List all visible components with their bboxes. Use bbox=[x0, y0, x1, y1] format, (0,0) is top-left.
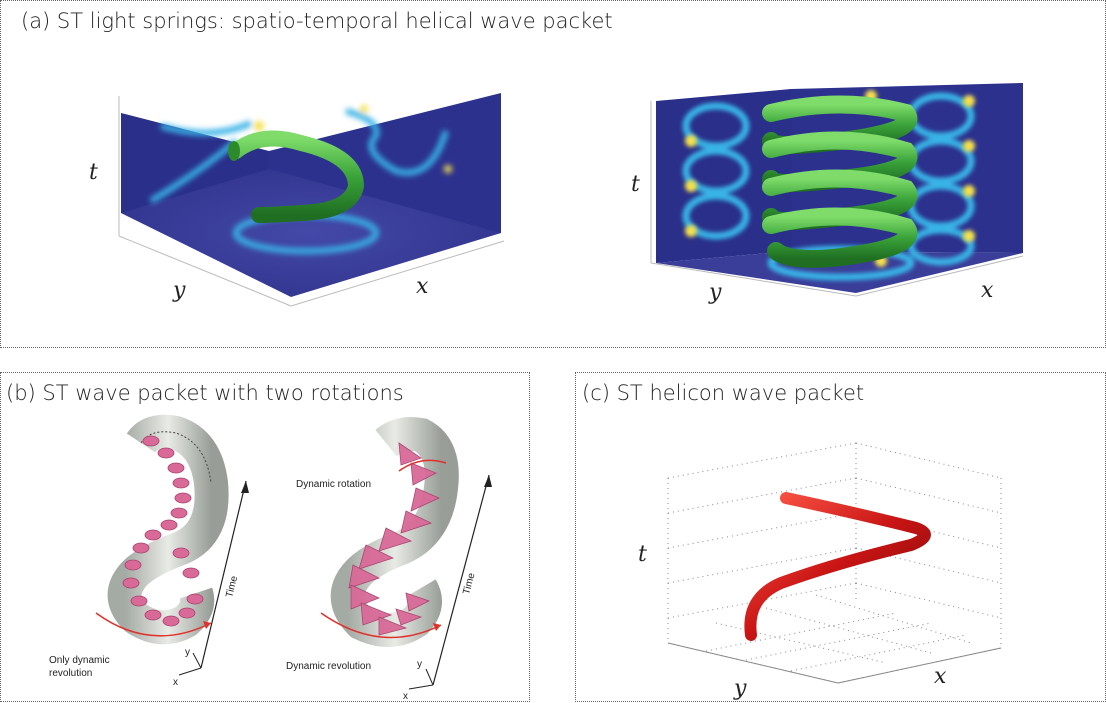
right-pink-petals bbox=[348, 442, 440, 636]
left-y-axis: y bbox=[185, 647, 190, 658]
helicon-t-label: t bbox=[638, 542, 647, 567]
left-time-label: Time bbox=[224, 574, 240, 598]
two-rotations-diagram: Time y x Only dynamic revolution Dynamic… bbox=[49, 414, 492, 702]
left-box-frame bbox=[118, 96, 505, 307]
left-y-label: y bbox=[172, 278, 186, 303]
right-x-label: x bbox=[981, 278, 994, 303]
dynamic-rotation-label: Dynamic rotation bbox=[296, 479, 371, 490]
helicon-plot: t y x bbox=[638, 442, 1002, 701]
left-caption-line2: revolution bbox=[49, 668, 92, 679]
left-t-label: t bbox=[89, 160, 98, 185]
right-t-label: t bbox=[631, 172, 640, 197]
red-helicon bbox=[744, 492, 931, 641]
helicon-x-label: x bbox=[934, 664, 947, 689]
panel-a-title: (a) ST light springs: spatio-temporal he… bbox=[21, 9, 613, 33]
dynamic-revolution-label: Dynamic revolution bbox=[286, 661, 371, 672]
right-x-axis: x bbox=[403, 691, 408, 702]
left-time-arrow bbox=[200, 480, 247, 669]
left-pink-discs bbox=[122, 435, 204, 627]
left-caption-line1: Only dynamic bbox=[49, 655, 110, 666]
panel-c-title: (c) ST helicon wave packet bbox=[582, 381, 865, 405]
left-box-projections bbox=[149, 105, 452, 254]
left-tube bbox=[107, 414, 229, 645]
right-y-axis: y bbox=[417, 659, 422, 670]
left-revolution-arrow bbox=[95, 612, 212, 637]
right-box-frame bbox=[650, 101, 1024, 297]
left-green-helix bbox=[228, 130, 365, 223]
helicon-y-label: y bbox=[733, 676, 747, 701]
panel-b: (b) ST wave packet with two rotations Ti… bbox=[0, 372, 530, 702]
right-box-projections bbox=[682, 92, 975, 281]
rotation-arrow bbox=[398, 459, 447, 472]
right-green-coil bbox=[762, 95, 918, 268]
right-time-arrow bbox=[432, 474, 490, 686]
right-time-label: Time bbox=[461, 571, 477, 595]
left-box-floor bbox=[121, 169, 501, 297]
panel-b-title: (b) ST wave packet with two rotations bbox=[6, 381, 404, 405]
right-y-label: y bbox=[708, 280, 722, 305]
left-x-axis: x bbox=[173, 677, 178, 688]
right-revolution-arrow bbox=[320, 612, 442, 639]
panel-c: (c) ST helicon wave packet bbox=[575, 372, 1106, 702]
panel-a: (a) ST light springs: spatio-temporal he… bbox=[0, 0, 1106, 348]
light-spring-single-plot: t y x bbox=[89, 83, 1024, 307]
right-box-hotspots bbox=[685, 90, 975, 267]
left-x-label: x bbox=[416, 274, 429, 299]
